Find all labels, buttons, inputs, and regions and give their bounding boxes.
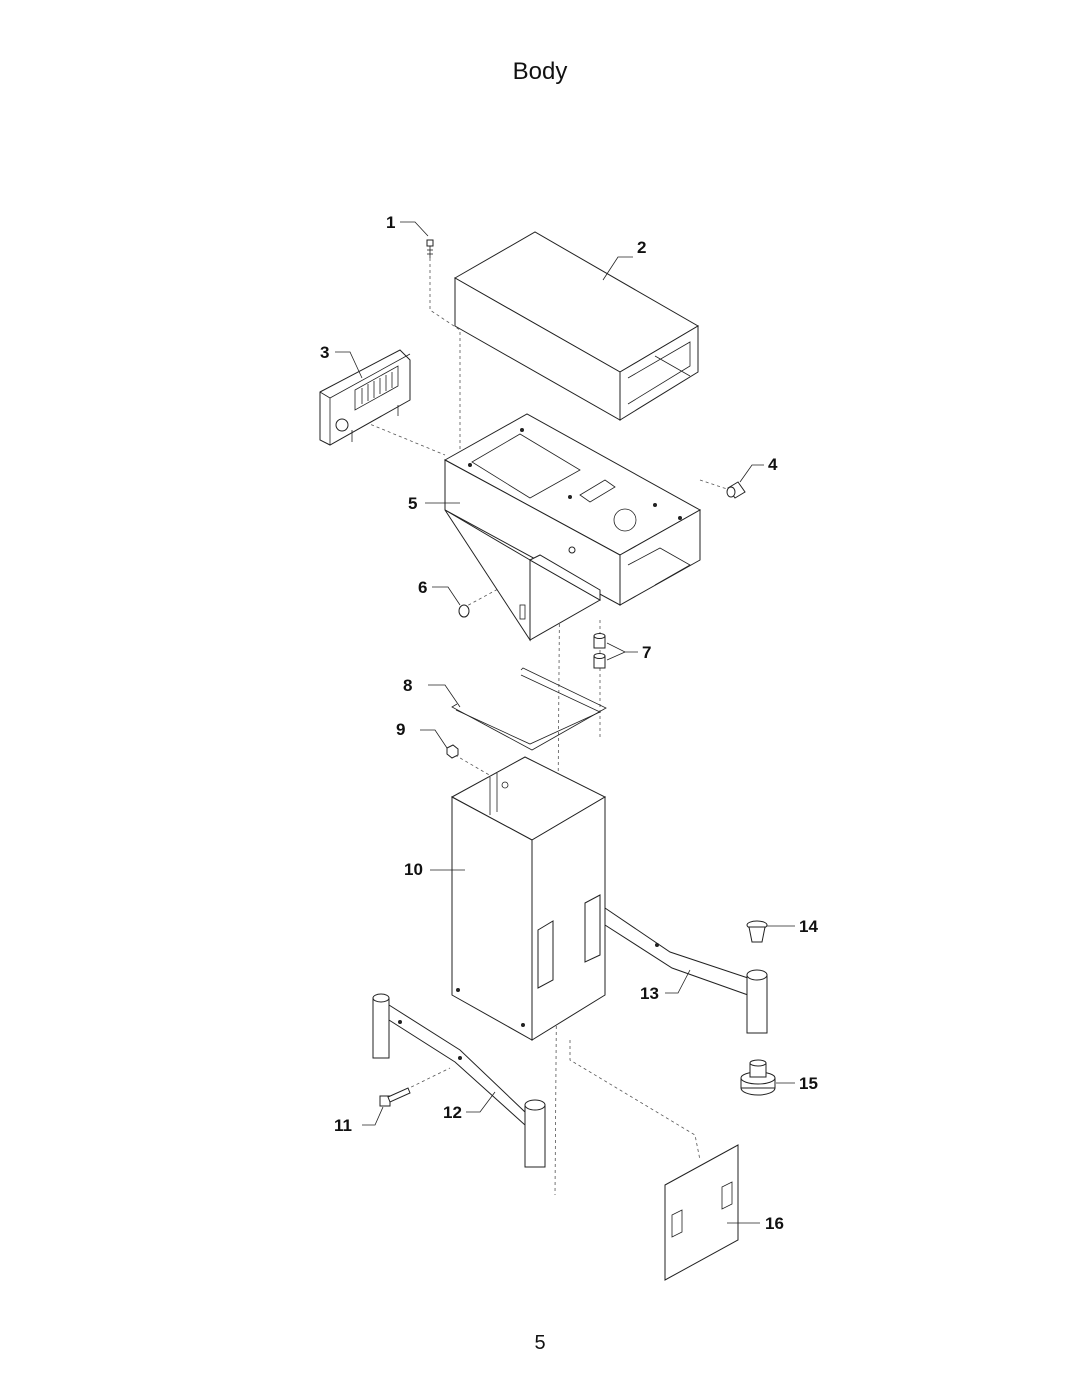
part-1-screw	[426, 239, 434, 258]
callout-14: 14	[799, 917, 818, 936]
part-10-lower-housing	[450, 756, 607, 1041]
page-number: 5	[534, 1332, 546, 1354]
part-13-right-leg	[604, 907, 768, 1034]
callout-11: 11	[334, 1116, 352, 1135]
part-15-leveling-foot	[740, 1059, 776, 1096]
page-title: Body	[512, 58, 568, 85]
callout-1: 1	[386, 213, 395, 232]
assembly-guide-lines	[359, 258, 731, 1196]
part-8-wire-bracket	[451, 667, 607, 751]
part-11-bolt	[379, 1087, 411, 1107]
part-12-left-leg	[372, 993, 546, 1168]
callout-labels: 1 2 3 4 5 6 7 8 9 10 11 12 13 14 15 16	[320, 213, 818, 1233]
callout-4: 4	[768, 455, 778, 474]
callout-6: 6	[418, 578, 427, 597]
callout-16: 16	[765, 1214, 784, 1233]
part-6-plug	[458, 604, 470, 618]
callout-2: 2	[637, 238, 646, 257]
part-14-cap	[746, 920, 768, 943]
callout-5: 5	[408, 494, 417, 513]
callout-9: 9	[396, 720, 405, 739]
callout-8: 8	[403, 676, 412, 695]
callout-10: 10	[404, 860, 423, 879]
part-4-bushing	[726, 481, 746, 499]
part-5-body-frame	[443, 413, 702, 642]
callout-3: 3	[320, 343, 329, 362]
part-7-spacers	[593, 633, 606, 669]
callout-15: 15	[799, 1074, 818, 1093]
callout-13: 13	[640, 984, 659, 1003]
part-16-back-panel	[664, 1144, 739, 1281]
callout-7: 7	[642, 643, 651, 662]
part-3-front-panel	[319, 349, 411, 446]
callout-12: 12	[443, 1103, 462, 1122]
part-2-top-cover	[453, 231, 699, 421]
part-9-nut	[446, 744, 459, 759]
leader-lines	[335, 221, 795, 1224]
